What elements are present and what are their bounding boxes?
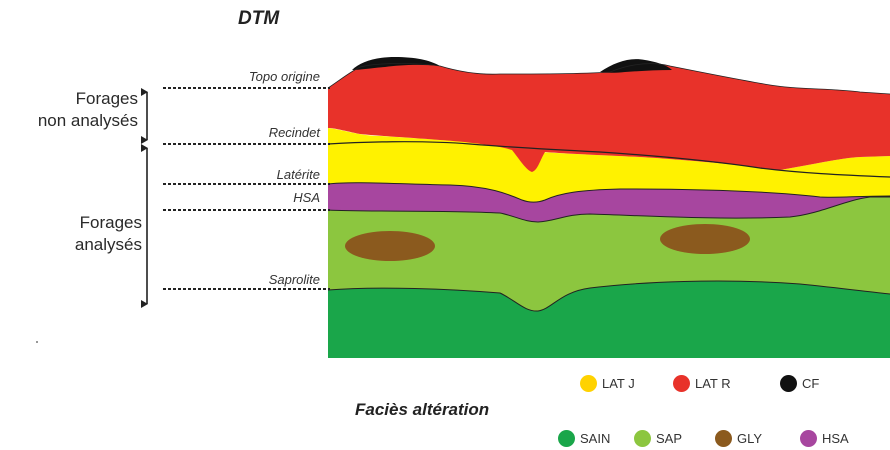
legend-label-lat-r: LAT R <box>695 376 731 391</box>
boundary-topo-line <box>327 63 890 95</box>
group-label-unanalyzed-line2: non analysés <box>37 111 138 130</box>
legend-swatch-sain <box>558 430 575 447</box>
level-label-recindet: Recindet <box>268 125 320 140</box>
diagram-title: DTM <box>238 8 280 29</box>
layer-lat-r <box>328 63 890 172</box>
group-label-analyzed-line1: Forages <box>79 213 142 232</box>
legend-item-cf: CF <box>780 375 819 392</box>
level-label-topo-origine: Topo origine <box>248 69 320 84</box>
level-label-laterite: Latérite <box>276 167 320 182</box>
legend-label-hsa: HSA <box>822 431 849 446</box>
legend-item-sap: SAP <box>634 430 682 447</box>
legend-title: Faciès altération <box>355 400 490 419</box>
legend-label-lat-j: LAT J <box>602 376 635 391</box>
level-label-hsa: HSA <box>293 190 320 205</box>
group-label-unanalyzed: Forages non analysés <box>10 88 138 132</box>
level-label-saprolite: Saprolite <box>268 272 320 287</box>
legend-item-hsa: HSA <box>800 430 849 447</box>
group-label-analyzed-line2: analysés <box>74 235 142 254</box>
legend-label-gly: GLY <box>737 431 763 446</box>
legend-label-sap: SAP <box>656 431 683 446</box>
gly-lens-left <box>345 231 435 261</box>
layer-sap <box>328 197 890 312</box>
legend-item-sain: SAIN <box>558 430 610 447</box>
layer-hsa <box>328 182 890 222</box>
layer-sain <box>328 281 890 358</box>
legend-item-lat-j: LAT J <box>580 375 635 392</box>
gly-lens-right <box>660 224 750 254</box>
legend-swatch-lat-r <box>673 375 690 392</box>
stray-dot <box>36 341 38 343</box>
legend-swatch-lat-j <box>580 375 597 392</box>
boundary-hsa-top <box>327 182 890 203</box>
layer-lat-j <box>328 128 890 203</box>
boundary-sain-top <box>327 280 890 312</box>
legend-label-sain: SAIN <box>580 431 611 446</box>
legend-swatch-sap <box>634 430 651 447</box>
legend-item-gly: GLY <box>715 430 762 447</box>
legend-swatch-gly <box>715 430 732 447</box>
boundary-recindet-line <box>327 141 890 178</box>
legend-swatch-hsa <box>800 430 817 447</box>
legend-swatch-cf <box>780 375 797 392</box>
boundary-sap-top <box>327 196 890 223</box>
legend-item-lat-r: LAT R <box>673 375 731 392</box>
legend-label-cf: CF <box>802 376 820 391</box>
group-label-unanalyzed-line1: Forages <box>75 89 138 108</box>
group-label-analyzed: Forages analysés <box>10 212 142 256</box>
